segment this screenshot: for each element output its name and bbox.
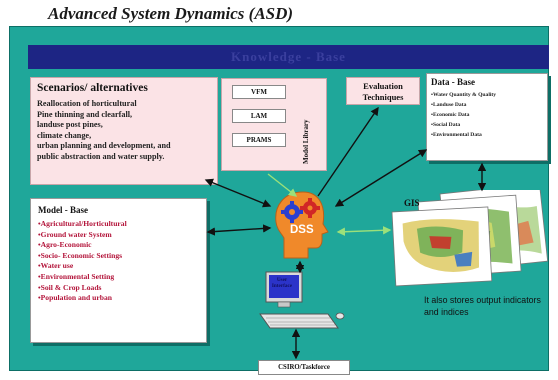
- scenarios-title: Scenarios/ alternatives: [37, 82, 148, 94]
- user-interface-label: User Interface: [271, 277, 293, 289]
- data-base-item: •Environmental Data: [431, 132, 482, 138]
- computer-icon: [259, 271, 345, 329]
- dss-node: DSS: [270, 190, 336, 264]
- arrow-scenarios-dss: [204, 178, 272, 208]
- scenario-line: public abstraction and water supply.: [37, 151, 165, 161]
- head-icon: [275, 191, 329, 259]
- data-base-item: •Water Quantity & Quality: [431, 92, 497, 98]
- data-base-item: •Economic Data: [431, 112, 470, 118]
- scenario-line: climate change,: [37, 130, 92, 140]
- scenario-line: Reallocation of horticultural: [37, 99, 137, 108]
- model-base-panel: Model - Base •Agricultural/Horticultural…: [30, 198, 207, 343]
- model-lam: LAM: [232, 109, 286, 123]
- gis-note: It also stores output indicators and ind…: [424, 295, 541, 317]
- data-base-title: Data - Base: [431, 77, 475, 87]
- arrow-modelbase-dss: [206, 224, 272, 236]
- model-prams: PRAMS: [232, 133, 286, 147]
- model-base-item: •Agro-Economic: [38, 240, 92, 250]
- model-base-title: Model - Base: [38, 205, 88, 215]
- evaluation-techniques-box: Evaluation Techniques: [346, 77, 420, 105]
- gis-maps-icon: [391, 183, 549, 287]
- knowledge-base-bar: Knowledge - Base: [28, 45, 549, 69]
- red-gear-icon: [300, 198, 320, 218]
- evaluation-line: Techniques: [362, 92, 404, 102]
- scenario-line: landuse post pines,: [37, 120, 103, 130]
- dss-label: DSS: [290, 224, 314, 236]
- data-base-item: •Landuse Data: [431, 102, 467, 108]
- model-base-item: •Socio- Economic Settings: [38, 250, 123, 260]
- csiro-taskforce-box: CSIRO/Taskforce: [258, 360, 350, 375]
- model-vfm: VFM: [232, 85, 286, 99]
- arrow-dss-gis: [336, 226, 392, 236]
- scenarios-panel: Scenarios/ alternatives Reallocation of …: [30, 77, 218, 185]
- model-base-item: •Agricultural/Horticultural: [38, 219, 127, 228]
- model-base-item: •Soil & Crop Loads: [38, 282, 102, 292]
- scenario-line: Pine thinning and clearfall,: [37, 109, 133, 119]
- user-interface-node: User Interface: [258, 270, 348, 345]
- gis-panel: GIS: [388, 183, 549, 290]
- arrow-dss-evaluation: [317, 106, 379, 197]
- model-base-item: •Ground water System: [38, 229, 112, 239]
- scenario-line: urban planning and development, and: [37, 141, 171, 151]
- data-base-item: •Social Data: [431, 122, 461, 128]
- model-base-list: •Agricultural/Horticultural •Ground wate…: [38, 219, 199, 304]
- blue-gear-icon: [281, 201, 303, 223]
- model-base-item: •Population and urban: [38, 293, 112, 303]
- model-base-item: •Environmental Setting: [38, 271, 115, 281]
- scenarios-list: Reallocation of horticultural Pine thinn…: [37, 99, 211, 163]
- evaluation-line: Evaluation: [363, 81, 403, 91]
- data-base-list: •Water Quantity & Quality •Landuse Data …: [431, 90, 543, 140]
- diagram-title: Advanced System Dynamics (ASD): [48, 4, 294, 23]
- arrow-database-dss: [334, 149, 428, 207]
- model-base-item: •Water use: [38, 261, 74, 271]
- model-library-panel: VFM LAM PRAMS Model Library: [221, 78, 327, 171]
- data-base-panel: Data - Base •Water Quantity & Quality •L…: [426, 73, 548, 161]
- arrow-library-dss: [267, 173, 298, 197]
